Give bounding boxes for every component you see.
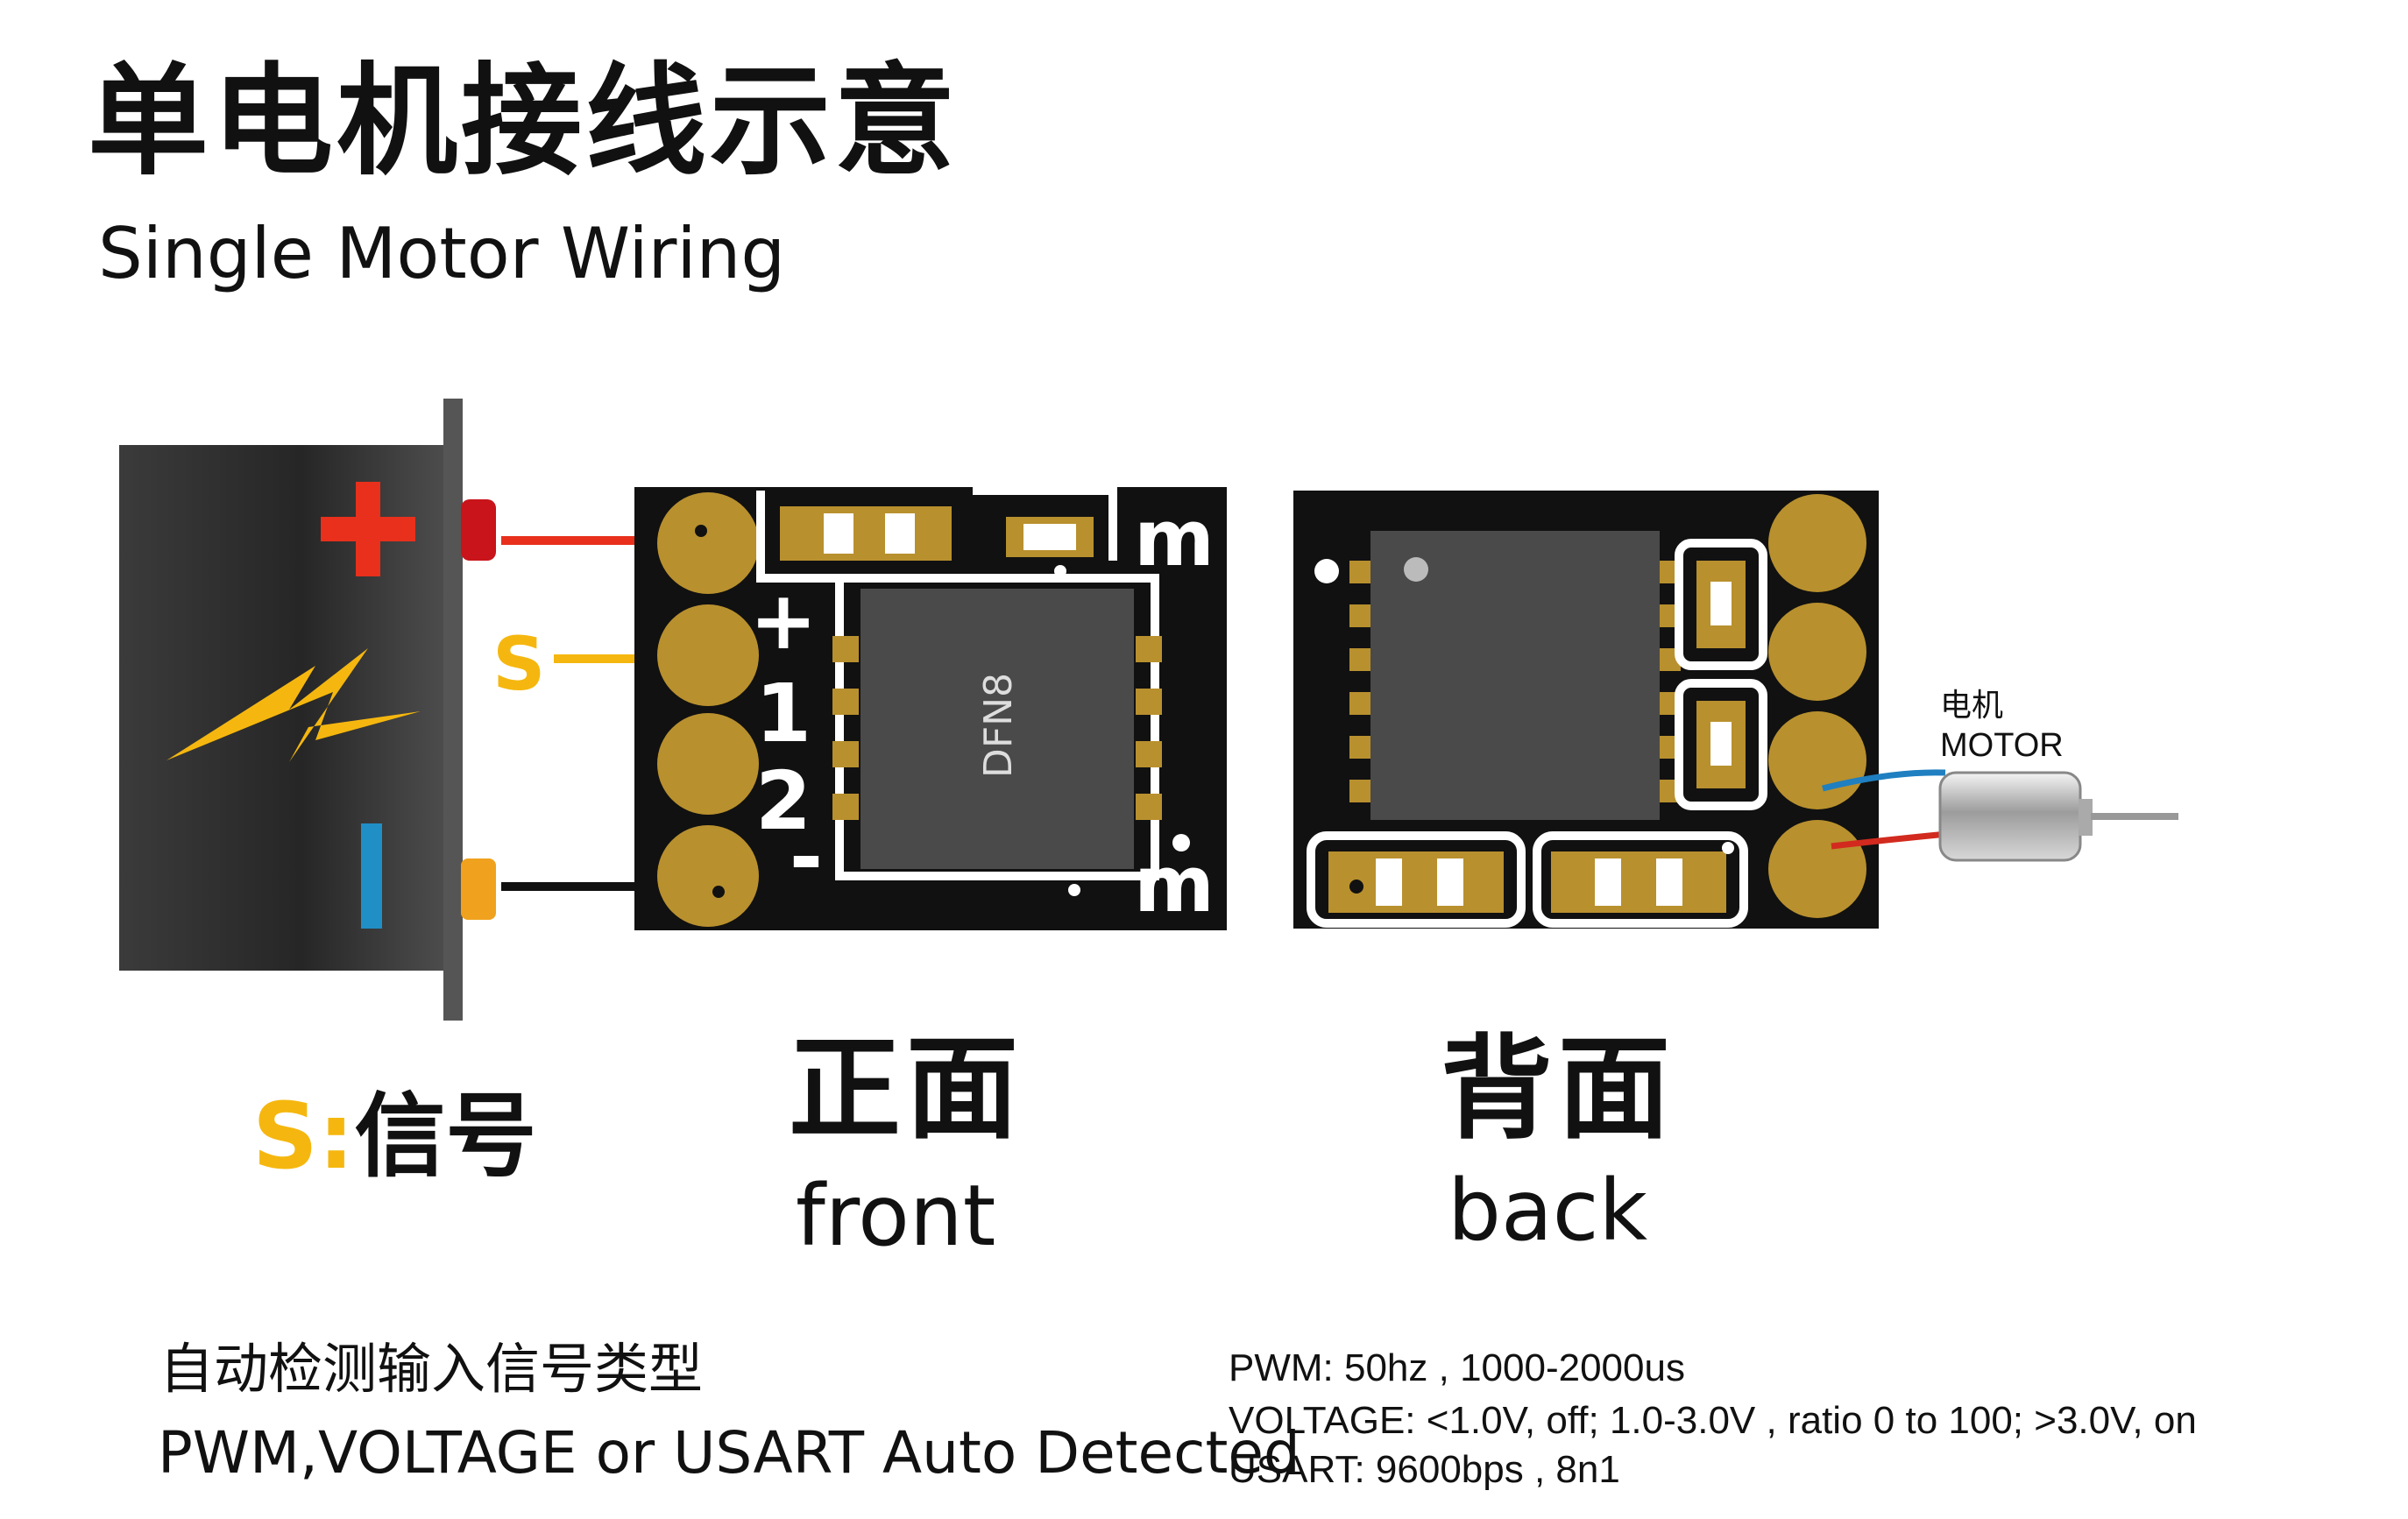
spec-usart: USART: 9600bps , 8n1 bbox=[1229, 1448, 1620, 1491]
back-label-cn: 背面 bbox=[1441, 1024, 1676, 1155]
lightning-icon bbox=[166, 648, 421, 762]
front-label-cn: 正面 bbox=[789, 1024, 1024, 1155]
silk-minus: - bbox=[790, 810, 823, 904]
silk-plus: + bbox=[749, 574, 817, 668]
front-label-en: front bbox=[796, 1167, 996, 1265]
silk-pin-1: 1 bbox=[755, 667, 811, 760]
pad-signal-2 bbox=[657, 713, 759, 815]
signal-legend: S:信号 bbox=[252, 1091, 537, 1182]
back-label-en: back bbox=[1448, 1162, 1648, 1260]
minus-sign bbox=[361, 823, 382, 929]
back-board bbox=[1293, 491, 1879, 929]
motor-wire-blue bbox=[1822, 769, 1946, 792]
front-board bbox=[634, 486, 1227, 930]
signal-legend-value: 信号 bbox=[354, 1083, 537, 1190]
page-title-en: Single Motor Wiring bbox=[98, 213, 786, 294]
motor-icon bbox=[1938, 771, 2178, 862]
page-title-cn: 单电机接线示意 bbox=[88, 51, 960, 192]
silk-pin-2: 2 bbox=[755, 754, 811, 848]
spec-pwm: PWM: 50hz , 1000-2000us bbox=[1229, 1346, 1685, 1389]
pad-plus bbox=[657, 492, 759, 594]
dfn8-chip bbox=[861, 589, 1134, 869]
motor-label-cn: 电机 bbox=[1940, 688, 2004, 724]
pad-minus bbox=[657, 825, 759, 927]
motor-wire-red bbox=[1831, 830, 1948, 850]
battery-icon bbox=[119, 399, 496, 1021]
silk-mark-bottom: m bbox=[1134, 839, 1215, 929]
battery-signal-label: S bbox=[492, 621, 546, 707]
auto-detect-en: PWM,VOLTAGE or USART Auto Detected bbox=[158, 1419, 1300, 1487]
motor-label-en: MOTOR bbox=[1940, 727, 2064, 764]
signal-legend-key: S: bbox=[252, 1083, 355, 1190]
chip-label: DFN8 bbox=[976, 673, 1021, 778]
spec-voltage: VOLTAGE: <1.0V, off; 1.0-3.0V , ratio 0 … bbox=[1229, 1399, 2197, 1442]
silk-mark-top: m bbox=[1134, 493, 1215, 583]
auto-detect-cn: 自动检测输入信号类型 bbox=[159, 1337, 704, 1401]
pad-signal-1 bbox=[657, 604, 759, 706]
